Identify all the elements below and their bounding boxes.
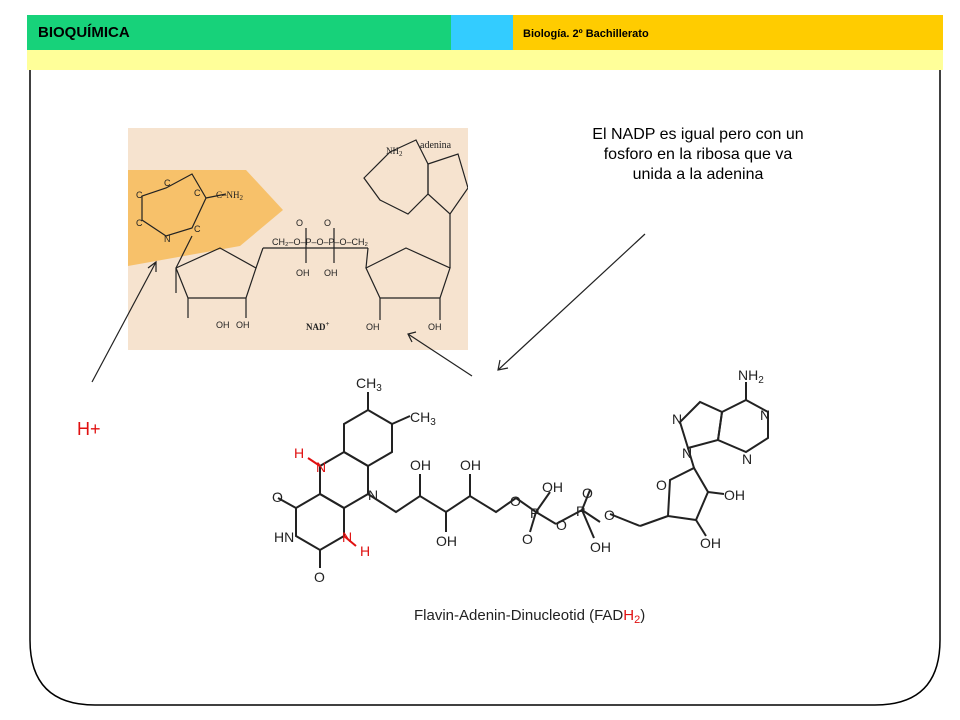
svg-text:CH₂–O–P–O–P–O–CH₂: CH₂–O–P–O–P–O–CH₂ <box>272 237 369 247</box>
nad-label: NAD+ <box>306 320 330 332</box>
fad-red-n-top: N <box>316 459 326 475</box>
svg-text:N: N <box>164 234 171 244</box>
fad-red-h-bottom: H <box>360 543 370 559</box>
fad-oh-7: OH <box>700 535 721 551</box>
fad-hn-label: HN <box>274 529 294 545</box>
header-bar-green <box>27 15 451 50</box>
svg-text:O: O <box>522 531 533 547</box>
nad-structure-image: C C C C N C OH OH OH OH O O OH OH CH₂–O–… <box>128 128 468 350</box>
fad-oh-5: OH <box>590 539 611 555</box>
svg-text:N: N <box>672 411 682 427</box>
svg-text:C: C <box>136 218 143 228</box>
svg-text:O: O <box>604 507 615 523</box>
fadh2-structure: CH3 CH3 N O HN O OH OH OH O P OH O O P O… <box>272 367 770 626</box>
fad-oh-6: OH <box>724 487 745 503</box>
svg-text:OH: OH <box>428 322 442 332</box>
nicotinamide-highlight <box>128 170 283 266</box>
svg-text:O: O <box>656 477 667 493</box>
svg-text:P: P <box>530 505 539 521</box>
h-plus-label: H+ <box>77 419 101 439</box>
svg-text:OH: OH <box>324 268 338 278</box>
svg-text:O: O <box>556 517 567 533</box>
svg-text:N: N <box>742 451 752 467</box>
svg-text:C: C <box>164 178 171 188</box>
svg-text:N: N <box>760 407 770 423</box>
fad-oh-1: OH <box>410 457 431 473</box>
svg-text:O: O <box>582 485 593 501</box>
header-bar-orange <box>513 15 943 50</box>
fad-ch3-right: CH3 <box>410 409 436 428</box>
svg-text:N: N <box>682 445 692 461</box>
svg-text:O: O <box>272 489 283 505</box>
svg-text:OH: OH <box>296 268 310 278</box>
svg-text:C: C <box>194 188 201 198</box>
nadp-annotation: El NADP es igual pero con un fosforo en … <box>592 126 804 183</box>
fad-nh2-label: NH2 <box>738 367 764 386</box>
fad-oh-3: OH <box>436 533 457 549</box>
adenina-label: adenina <box>420 140 452 151</box>
subject-title: BIOQUÍMICA <box>38 24 130 41</box>
arrow-hplus <box>91 261 157 383</box>
nad-conh2-label: C–NH2 <box>216 190 244 202</box>
course-label: Biología. 2º Bachillerato <box>523 28 649 40</box>
arrow-fad-to-nad <box>407 333 473 377</box>
svg-text:C: C <box>136 190 143 200</box>
fad-red-h-top: H <box>294 445 304 461</box>
svg-text:OH: OH <box>236 320 250 330</box>
fad-red-n-bottom: N <box>342 529 352 545</box>
svg-text:C: C <box>194 224 201 234</box>
nad-nh2-label: NH2 <box>386 146 403 158</box>
fad-ch3-top: CH3 <box>356 375 382 394</box>
header-strip <box>27 50 943 70</box>
svg-text:O: O <box>324 218 331 228</box>
svg-text:O: O <box>296 218 303 228</box>
svg-text:N: N <box>368 487 378 503</box>
fadh2-caption: Flavin-Adenin-Dinucleotid (FADH2) <box>414 607 645 626</box>
svg-text:O: O <box>510 493 521 509</box>
svg-text:O: O <box>314 569 325 585</box>
fad-oh-4: OH <box>542 479 563 495</box>
svg-text:OH: OH <box>216 320 230 330</box>
fad-oh-2: OH <box>460 457 481 473</box>
header-bar-cyan <box>451 15 513 50</box>
svg-text:OH: OH <box>366 322 380 332</box>
arrow-annotation <box>497 233 646 371</box>
svg-text:P: P <box>576 503 585 519</box>
